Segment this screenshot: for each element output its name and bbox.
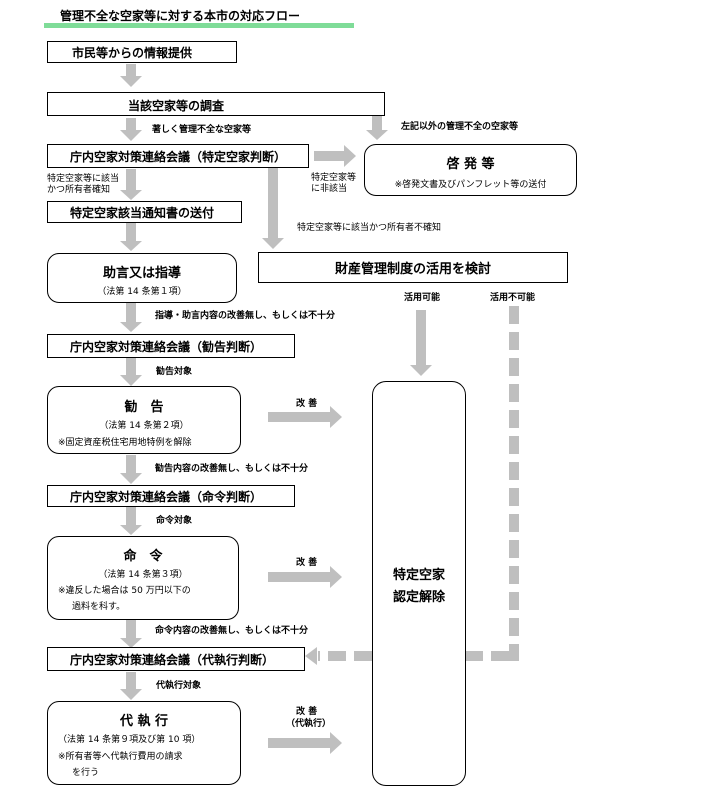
release-box: 特定空家 認定解除 <box>372 381 466 786</box>
label-not-applicable-1: 特定空家等 <box>311 173 357 183</box>
order-note-1: ※違反した場合は 50 万円以下の <box>58 586 191 596</box>
label-unusable: 活用不可能 <box>490 293 536 303</box>
arrow-survey-enlight <box>366 116 388 140</box>
label-badly-managed: 著しく管理不全な空家等 <box>152 125 252 135</box>
arrow-usable-release <box>410 310 432 376</box>
arrow-meeting3-order <box>120 507 142 535</box>
meeting2-box: 庁内空家対策連絡会議（勧告判断） <box>47 334 295 358</box>
order-title: 命 令 <box>123 549 163 564</box>
label-improve-3b: （代執行） <box>286 719 332 729</box>
arrow-advice-meeting2 <box>120 303 142 332</box>
exec-note-2: を行う <box>72 768 100 778</box>
arrow-improve-2 <box>268 566 342 588</box>
release-line-2: 認定解除 <box>392 590 445 605</box>
meeting3-box: 庁内空家対策連絡会議（命令判断） <box>47 485 295 507</box>
label-no-improve-order: 命令内容の改善無し、もしくは不十分 <box>155 626 309 636</box>
arrow-meeting1-notice <box>120 169 142 200</box>
order-note-2: 過料を科す。 <box>72 602 126 612</box>
report-box: 市民等からの情報提供 <box>47 41 237 63</box>
label-improve-3a: 改 善 <box>296 707 318 717</box>
label-improve-2: 改 善 <box>296 558 318 568</box>
meeting1-box: 庁内空家対策連絡会議（特定空家判断） <box>47 144 309 168</box>
arrow-meeting4-exec <box>120 672 142 700</box>
label-recommend-target: 勧告対象 <box>156 367 193 377</box>
label-order-target: 命令対象 <box>156 516 193 526</box>
property-box: 財産管理制度の活用を検討 <box>258 252 568 283</box>
advice-law: （法第 14 条第１項） <box>97 287 187 297</box>
recommend-law: （法第 14 条第２項） <box>99 421 189 431</box>
label-no-improve-recommend: 勧告内容の改善無し、もしくは不十分 <box>155 464 309 474</box>
enlight-note: ※啓発文書及びパンフレット等の送付 <box>394 180 547 190</box>
survey-box: 当該空家等の調査 <box>47 92 385 116</box>
arrow-order-meeting4 <box>120 620 142 648</box>
arrow-notice-advice <box>120 222 142 251</box>
arrow-improve-1 <box>268 406 342 428</box>
arrow-meeting1-enlight <box>314 145 356 167</box>
exec-title: 代 執 行 <box>119 714 169 729</box>
arrow-meeting2-recommend <box>120 358 142 386</box>
arrow-improve-3 <box>268 732 342 754</box>
label-other-managed: 左記以外の管理不全の空家等 <box>401 122 519 132</box>
meeting4-box: 庁内空家対策連絡会議（代執行判断） <box>47 647 305 671</box>
arrow-release-meeting4 <box>305 647 317 665</box>
order-law: （法第 14 条第３項） <box>98 570 188 580</box>
exec-law: （法第 14 条第９項及び第 10 項） <box>58 735 201 745</box>
label-no-improve-advice: 指導・助言内容の改善無し、もしくは不十分 <box>155 311 336 321</box>
label-improve-1: 改 善 <box>296 399 318 409</box>
arrow-meeting1-property <box>262 168 284 249</box>
release-line-1: 特定空家 <box>392 568 445 583</box>
label-owner-known-1: 特定空家等に該当 <box>47 174 120 184</box>
exec-box: 代 執 行 （法第 14 条第９項及び第 10 項） ※所有者等へ代執行費用の請… <box>47 701 241 785</box>
survey-label: 当該空家等の調査 <box>128 99 225 113</box>
arrow-recommend-meeting3 <box>120 455 142 484</box>
label-not-applicable-2: に非該当 <box>311 184 348 194</box>
recommend-box: 勧 告 （法第 14 条第２項） ※固定資産税住宅用地特例を解除 <box>47 386 241 454</box>
notice-box: 特定空家該当通知書の送付 <box>47 201 242 223</box>
arrow-report-survey <box>120 64 142 87</box>
exec-note-1: ※所有者等へ代執行費用の請求 <box>58 752 183 762</box>
title-underline <box>44 23 354 28</box>
enlight-title: 啓 発 等 <box>446 157 495 172</box>
recommend-title: 勧 告 <box>124 400 164 415</box>
page-title: 管理不全な空家等に対する本市の対応フロー <box>60 9 301 23</box>
enlight-box: 啓 発 等 ※啓発文書及びパンフレット等の送付 <box>364 144 577 196</box>
label-owner-known-2: かつ所有者確知 <box>47 185 111 195</box>
order-box: 命 令 （法第 14 条第３項） ※違反した場合は 50 万円以下の 過料を科す… <box>47 536 239 620</box>
label-owner-unknown: 特定空家等に該当かつ所有者不確知 <box>297 223 442 233</box>
label-exec-target: 代執行対象 <box>156 681 202 691</box>
recommend-note: ※固定資産税住宅用地特例を解除 <box>58 438 192 448</box>
arrow-survey-meeting1 <box>120 118 142 141</box>
label-usable: 活用可能 <box>404 293 441 303</box>
advice-title: 助言又は指導 <box>102 266 181 281</box>
advice-box: 助言又は指導 （法第 14 条第１項） <box>47 253 237 303</box>
